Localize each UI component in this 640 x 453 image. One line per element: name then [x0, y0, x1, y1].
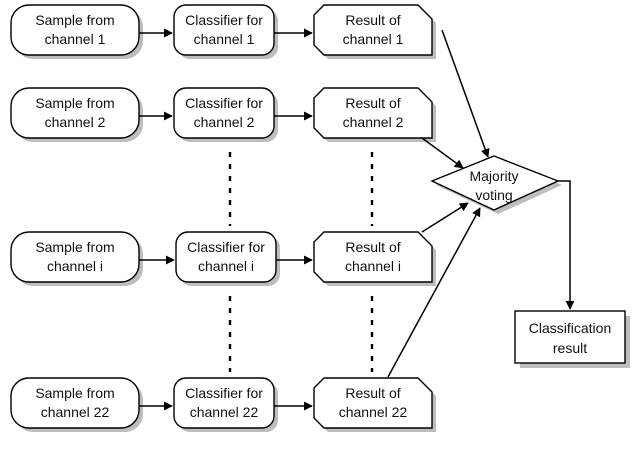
sample-label-1a: Sample from: [35, 12, 114, 28]
row-2: Sample from channel 2 Classifier for cha…: [10, 87, 436, 142]
final-label-b: result: [553, 340, 587, 356]
result-label-1a: Result of: [345, 12, 400, 28]
majority-voting-node: Majority voting: [430, 155, 562, 214]
classification-result-node: Classification result: [514, 310, 630, 368]
classification-result-box: [514, 310, 626, 364]
classifier-box-2: [173, 87, 275, 139]
classifier-box-i: [175, 231, 277, 283]
sample-box-i: [10, 231, 140, 283]
sample-box-1: [10, 4, 140, 56]
sample-label-ia: Sample from: [35, 239, 114, 255]
sample-label-ib: channel i: [47, 258, 103, 274]
classifier-box-1: [173, 4, 275, 56]
sample-label-1b: channel 1: [45, 31, 106, 47]
arrow-resulti-majority: [421, 202, 469, 233]
final-label-a: Classification: [529, 320, 611, 336]
sample-label-22a: Sample from: [35, 385, 114, 401]
sample-label-22b: channel 22: [41, 404, 110, 420]
arrow-result1-majority: [441, 29, 490, 158]
classifier-label-ib: channel i: [198, 258, 254, 274]
result-label-22b: channel 22: [339, 404, 408, 420]
result-label-2a: Result of: [345, 95, 400, 111]
row-22: Sample from channel 22 Classifier for ch…: [10, 377, 436, 432]
classifier-label-2b: channel 2: [194, 114, 255, 130]
classifier-label-1a: Classifier for: [185, 12, 263, 28]
sample-box-22: [10, 377, 140, 429]
result-label-22a: Result of: [345, 385, 400, 401]
result-label-2b: channel 2: [343, 114, 404, 130]
sample-label-2b: channel 2: [45, 114, 106, 130]
classifier-label-22a: Classifier for: [185, 385, 263, 401]
row-i: Sample from channel i Classifier for cha…: [10, 231, 436, 286]
sample-box-2: [10, 87, 140, 139]
majority-label-a: Majority: [469, 168, 518, 184]
arrow-result2-majority: [421, 137, 464, 169]
row-1: Sample from channel 1 Classifier for cha…: [10, 4, 436, 59]
result-box-22: [313, 377, 433, 429]
result-box-1: [313, 4, 433, 56]
classifier-box-22: [173, 377, 275, 429]
arrow-majority-result: [558, 180, 575, 310]
classifier-label-22b: channel 22: [190, 404, 259, 420]
sample-label-2a: Sample from: [35, 95, 114, 111]
result-label-ib: channel i: [345, 258, 401, 274]
arrow-result22-majority: [387, 207, 481, 378]
result-box-i: [313, 231, 433, 283]
classifier-label-2a: Classifier for: [185, 95, 263, 111]
classifier-label-1b: channel 1: [194, 31, 255, 47]
classifier-label-ia: Classifier for: [187, 239, 265, 255]
result-box-2: [313, 87, 433, 139]
result-label-1b: channel 1: [343, 31, 404, 47]
majority-label-b: voting: [475, 187, 512, 203]
result-label-ia: Result of: [345, 239, 400, 255]
